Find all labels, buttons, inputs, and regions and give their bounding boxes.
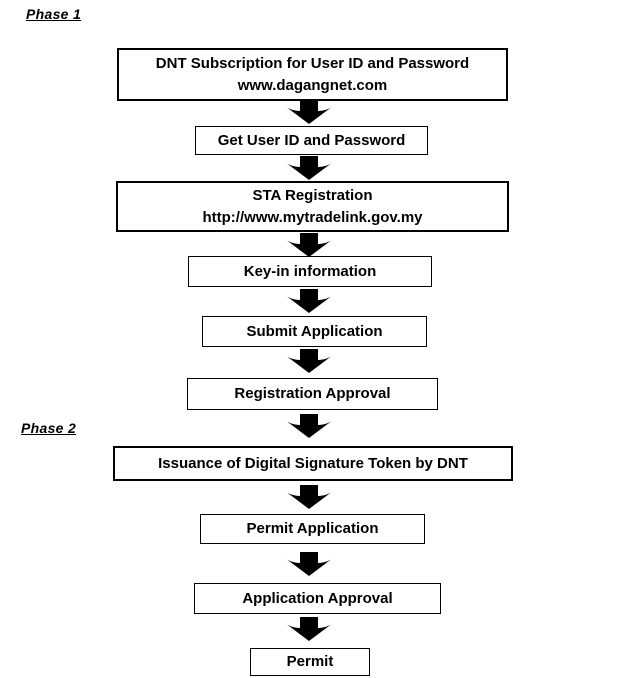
down-arrow-icon (287, 485, 331, 509)
flow-node-submit-application: Submit Application (202, 316, 427, 347)
flow-node-permit: Permit (250, 648, 370, 676)
flow-node-dnt-subscription: DNT Subscription for User ID and Passwor… (117, 48, 508, 101)
node-title: Permit (286, 653, 334, 670)
flow-node-issuance-token: Issuance of Digital Signature Token by D… (113, 446, 513, 481)
node-title: DNT Subscription for User ID and Passwor… (155, 54, 470, 72)
down-arrow-icon (287, 414, 331, 438)
down-arrow-icon (287, 100, 331, 124)
phase-1-label: Phase 1 (26, 6, 82, 22)
flow-node-sta-registration: STA Registration http://www.mytradelink.… (116, 181, 509, 232)
node-title: Get User ID and Password (217, 131, 406, 149)
down-arrow-icon (287, 349, 331, 373)
node-title: Application Approval (242, 589, 393, 607)
flow-node-get-user-id: Get User ID and Password (195, 126, 428, 155)
node-title: Registration Approval (234, 385, 391, 402)
flow-node-permit-application: Permit Application (200, 514, 425, 544)
node-url: http://www.mytradelink.gov.my (202, 208, 423, 226)
down-arrow-icon (287, 617, 331, 641)
node-title: Issuance of Digital Signature Token by D… (158, 454, 468, 472)
phase-2-label: Phase 2 (21, 420, 77, 436)
flow-node-application-approval: Application Approval (194, 583, 441, 614)
flow-node-registration-approval: Registration Approval (187, 378, 438, 410)
node-title: Permit Application (246, 520, 379, 537)
down-arrow-icon (287, 289, 331, 313)
node-title: STA Registration (252, 186, 373, 204)
node-title: Key-in information (243, 262, 377, 280)
node-title: Submit Application (246, 322, 383, 340)
node-url: www.dagangnet.com (237, 76, 388, 94)
down-arrow-icon (287, 233, 331, 257)
flow-node-key-in-information: Key-in information (188, 256, 432, 287)
down-arrow-icon (287, 552, 331, 576)
down-arrow-icon (287, 156, 331, 180)
